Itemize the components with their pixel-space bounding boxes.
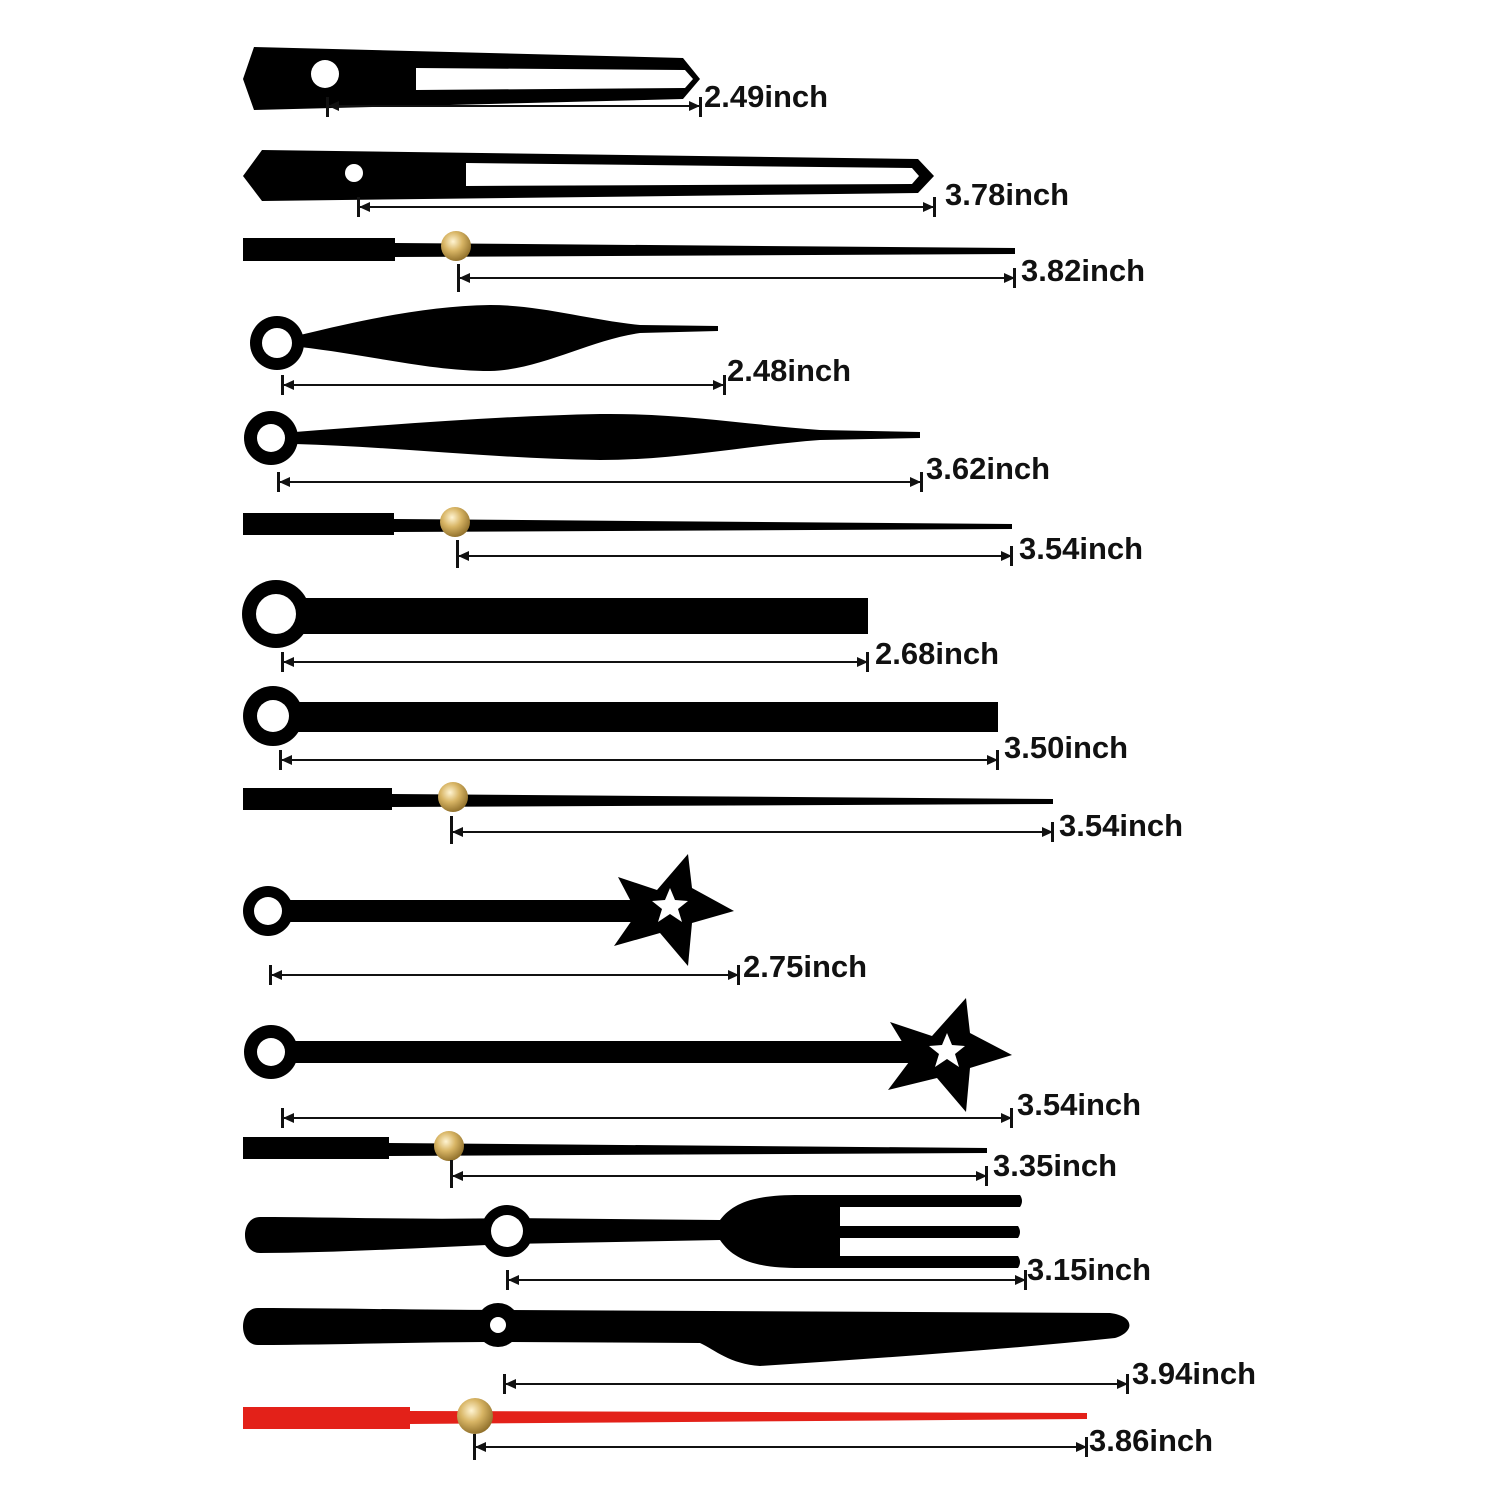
counterweight bbox=[243, 238, 395, 261]
star-hand-shaft bbox=[292, 1041, 912, 1063]
dimension-line bbox=[456, 540, 1013, 568]
pinhole bbox=[254, 897, 282, 925]
length-label: 2.49inch bbox=[704, 79, 828, 114]
hand-row-4: 2.48inch bbox=[250, 305, 851, 395]
fork-icon bbox=[720, 1195, 1022, 1268]
brass-pin bbox=[440, 507, 470, 537]
star-cutout bbox=[929, 1033, 965, 1067]
dimension-line bbox=[277, 472, 923, 492]
hand-row-15: 3.86inch bbox=[243, 1398, 1213, 1460]
star-hand-shaft bbox=[285, 900, 640, 922]
pinhole bbox=[345, 164, 363, 182]
length-label: 2.75inch bbox=[743, 949, 867, 984]
counterweight bbox=[243, 1407, 410, 1429]
dimension-line bbox=[506, 1270, 1027, 1290]
dimension-line bbox=[450, 816, 1054, 844]
pinhole bbox=[256, 594, 296, 634]
hand-row-2: 3.78inch bbox=[243, 150, 1069, 217]
length-label: 3.50inch bbox=[1004, 730, 1128, 765]
star-cutout bbox=[652, 888, 688, 922]
leaf-hand bbox=[295, 413, 920, 460]
second-hand-red bbox=[410, 1411, 1087, 1424]
length-label: 3.54inch bbox=[1059, 808, 1183, 843]
brass-pin bbox=[438, 782, 468, 812]
dimension-line bbox=[457, 264, 1016, 292]
length-label: 3.94inch bbox=[1132, 1356, 1256, 1391]
hand-row-7: 2.68inch bbox=[242, 580, 999, 672]
length-label: 3.86inch bbox=[1089, 1423, 1213, 1458]
hand-row-14: 3.94inch bbox=[243, 1303, 1256, 1394]
brass-pin bbox=[434, 1131, 464, 1161]
brass-pin bbox=[441, 231, 471, 261]
hollow-sword-hand bbox=[243, 150, 934, 201]
hand-row-9: 3.54inch bbox=[243, 782, 1183, 844]
pinhole bbox=[262, 328, 292, 358]
length-label: 3.62inch bbox=[926, 451, 1050, 486]
second-hand bbox=[389, 1143, 987, 1156]
dimension-line bbox=[450, 1160, 988, 1188]
counterweight bbox=[243, 513, 394, 535]
second-hand bbox=[394, 519, 1012, 532]
hand-row-6: 3.54inch bbox=[243, 507, 1143, 568]
length-label: 2.68inch bbox=[875, 636, 999, 671]
leaf-hand bbox=[300, 305, 718, 371]
dimension-line bbox=[281, 1108, 1013, 1128]
hollow-sword-hand bbox=[243, 47, 700, 110]
dimension-line bbox=[281, 375, 726, 395]
dimension-line bbox=[357, 197, 936, 217]
dimension-line bbox=[503, 1374, 1129, 1394]
dimension-line bbox=[326, 97, 702, 117]
hand-row-12: 3.35inch bbox=[243, 1131, 1117, 1188]
pinhole bbox=[257, 424, 285, 452]
counterweight bbox=[243, 1137, 389, 1159]
length-label: 3.15inch bbox=[1027, 1252, 1151, 1287]
brass-pin bbox=[457, 1398, 493, 1434]
dimension-line bbox=[279, 750, 999, 770]
dimension-line bbox=[473, 1434, 1088, 1460]
pinhole bbox=[491, 1215, 523, 1247]
pinhole bbox=[257, 1038, 285, 1066]
length-label: 3.82inch bbox=[1021, 253, 1145, 288]
hand-row-10: 2.75inch bbox=[243, 854, 867, 985]
length-label: 3.54inch bbox=[1019, 531, 1143, 566]
second-hand bbox=[395, 243, 1015, 257]
baton-hand bbox=[290, 598, 868, 634]
length-label: 3.54inch bbox=[1017, 1087, 1141, 1122]
pinhole bbox=[311, 60, 339, 88]
length-label: 3.35inch bbox=[993, 1148, 1117, 1183]
hand-row-8: 3.50inch bbox=[243, 686, 1128, 770]
counterweight bbox=[243, 788, 392, 810]
hand-row-5: 3.62inch bbox=[244, 411, 1050, 492]
pinhole bbox=[257, 700, 289, 732]
hand-row-11: 3.54inch bbox=[244, 998, 1141, 1128]
length-label: 3.78inch bbox=[945, 177, 1069, 212]
baton-hand bbox=[290, 702, 998, 732]
knife-icon bbox=[243, 1308, 1130, 1366]
length-label: 2.48inch bbox=[727, 353, 851, 388]
pinhole bbox=[490, 1317, 506, 1333]
second-hand bbox=[392, 794, 1053, 807]
hand-row-13: 3.15inch bbox=[245, 1195, 1151, 1290]
hand-row-3: 3.82inch bbox=[243, 231, 1145, 292]
dimension-line bbox=[281, 652, 869, 672]
dimension-line bbox=[269, 965, 740, 985]
hand-row-1: 2.49inch bbox=[243, 47, 828, 117]
